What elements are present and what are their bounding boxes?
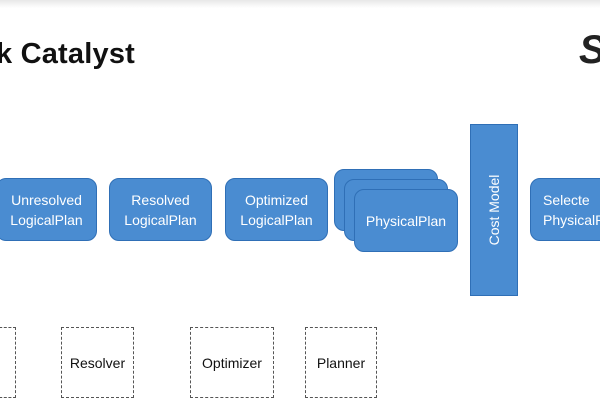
cost-model-label-line-1: Cost <box>486 216 502 246</box>
optimizer-component-box: Optimizer <box>190 327 274 398</box>
resolved-label-line-1: Resolved <box>131 191 190 208</box>
selected-label-line-1: Selecte <box>543 191 590 208</box>
optimized-logical-plan-box: Optimized LogicalPlan <box>225 178 328 241</box>
optimized-label-line-2: LogicalPlan <box>240 211 313 228</box>
logo-fragment: S <box>579 30 600 70</box>
top-shadow <box>0 0 600 8</box>
unresolved-label-line-2: LogicalPlan <box>10 211 83 228</box>
cost-model-label-line-2: Model <box>486 174 502 213</box>
planner-component-box: Planner <box>305 327 377 398</box>
resolver-component-box: Resolver <box>61 327 134 398</box>
optimized-label-line-1: Optimized <box>244 191 308 208</box>
cost-model-label: Cost Model <box>485 175 503 246</box>
physical-plan-box: PhysicalPlan <box>354 189 458 252</box>
optimizer-label: Optimizer <box>202 354 262 371</box>
unresolved-logical-plan-box: Unresolved LogicalPlan <box>0 178 97 241</box>
selected-label-line-2: PhysicalPla <box>543 211 600 228</box>
unresolved-label-line-1: Unresolved <box>11 191 82 208</box>
first-component-box <box>0 327 16 398</box>
resolved-logical-plan-box: Resolved LogicalPlan <box>109 178 212 241</box>
resolved-label-line-2: LogicalPlan <box>124 211 197 228</box>
planner-label: Planner <box>316 354 366 371</box>
slide-title: k Catalyst <box>0 38 136 70</box>
physical-plan-label: PhysicalPlan <box>365 212 447 229</box>
cost-model-box: Cost Model <box>470 124 518 296</box>
selected-physical-plan-box: Selecte PhysicalPla <box>530 178 600 241</box>
resolver-label: Resolver <box>69 354 126 371</box>
